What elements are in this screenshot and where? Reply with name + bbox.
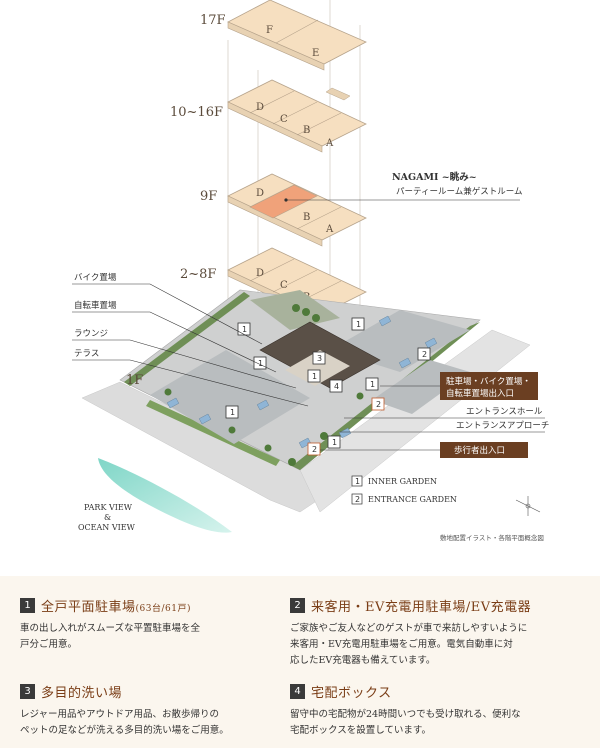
marker-number: 3	[317, 354, 322, 363]
map-markers: 1 1 1 1 1 1 2 3 4 1 2 2	[225, 317, 431, 456]
view-label-amp: &	[104, 513, 111, 522]
marker-number: 1	[242, 325, 247, 334]
callout-entrance-approach: エントランスアプローチ	[456, 421, 549, 431]
callout-lounge: ラウンジ	[74, 329, 108, 339]
feature-guest-ev-parking: 2 来客用・EV充電用駐車場/EV充電器 ご家族やご友人などのゲストが車で来訪し…	[290, 596, 590, 669]
unit-label: D	[256, 188, 264, 199]
compass-icon	[515, 496, 541, 516]
unit-label: E	[312, 48, 319, 59]
view-label-park: PARK VIEW	[84, 503, 133, 512]
feature-body-line: レジャー用品やアウトドア用品、お散歩帰りの	[20, 709, 220, 720]
feature-title-note: (63台/61戸)	[135, 604, 191, 614]
marker-number: 1	[370, 380, 375, 389]
left-callouts	[72, 283, 309, 407]
nagami-callout: NAGAMI ~眺み~ パーティールーム兼ゲストルーム	[284, 171, 522, 202]
feature-number: 3	[20, 684, 35, 699]
floor-10-16f: D C B A	[227, 79, 367, 153]
marker-number: 2	[376, 400, 381, 409]
feature-body-line: 応したEV充電器も備えています。	[290, 655, 436, 666]
feature-number: 1	[20, 598, 35, 613]
unit-label: B	[303, 125, 310, 136]
feature-body-line: 宅配ボックスを設置しています。	[290, 725, 431, 736]
marker-number: 1	[356, 320, 361, 329]
feature-title-text: 宅配ボックス	[311, 686, 392, 701]
floor-label-1f: 1F	[126, 373, 143, 388]
floor-1f-site	[81, 289, 531, 533]
unit-label: F	[266, 25, 273, 36]
floor-label-2-8f: 2~8F	[180, 267, 216, 282]
feature-title: 多目的洗い場	[41, 682, 122, 701]
unit-label: D	[256, 268, 264, 279]
legend-label: INNER GARDEN	[368, 477, 437, 486]
feature-body-line: ペットの足などが洗える多目的洗い場をご用意。	[20, 725, 229, 736]
park-ocean-view-band	[98, 458, 232, 533]
feature-title: 来客用・EV充電用駐車場/EV充電器	[311, 596, 531, 615]
feature-body-line: 車の出し入れがスムーズな平置駐車場を全	[20, 623, 201, 634]
unit-label: A	[325, 224, 334, 235]
garden-legend: 1 INNER GARDEN 2 ENTRANCE GARDEN	[351, 475, 457, 505]
floor-label-10-16f: 10~16F	[170, 105, 223, 120]
site-floor-diagram: F E D C B A D B A D C B A	[72, 0, 549, 542]
parking-entrance-line1: 駐車場・バイク置場・	[446, 376, 531, 387]
feature-delivery-box: 4 宅配ボックス 留守中の宅配物が24時間いつでも受け取れる、便利な 宅配ボック…	[290, 682, 590, 739]
feature-number: 2	[290, 598, 305, 613]
unit-label: A	[325, 138, 334, 149]
callout-terrace: テラス	[74, 349, 99, 359]
feature-body-line: 戸分ご用意。	[20, 639, 78, 650]
unit-label: C	[280, 114, 288, 125]
feature-parking: 1 全戸平面駐車場(63台/61戸) 車の出し入れがスムーズな平置駐車場を全 戸…	[20, 596, 290, 653]
parking-entrance-line2: 自転車置場出入口	[446, 388, 514, 399]
parking-entrance-label: 駐車場・バイク置場・ 自転車置場出入口	[440, 372, 538, 400]
feature-body: ご家族やご友人などのゲストが車で来訪しやすいように 来客用・EV充電用駐車場をご…	[290, 621, 590, 669]
floor-17f: F E	[227, 0, 367, 71]
right-callouts	[320, 385, 545, 451]
feature-washing-area: 3 多目的洗い場 レジャー用品やアウトドア用品、お散歩帰りの ペットの足などが洗…	[20, 682, 290, 739]
floor-label-9f: 9F	[200, 189, 217, 204]
marker-number: 4	[334, 382, 339, 391]
feature-title: 宅配ボックス	[311, 682, 392, 701]
legend-num: 2	[355, 495, 360, 504]
feature-number: 4	[290, 684, 305, 699]
feature-body: 留守中の宅配物が24時間いつでも受け取れる、便利な 宅配ボックスを設置しています…	[290, 707, 590, 739]
pedestrian-entrance-text: 歩行者出入口	[454, 445, 505, 456]
legend-label: ENTRANCE GARDEN	[368, 495, 457, 504]
feature-body: レジャー用品やアウトドア用品、お散歩帰りの ペットの足などが洗える多目的洗い場を…	[20, 707, 290, 739]
features-section: 1 全戸平面駐車場(63台/61戸) 車の出し入れがスムーズな平置駐車場を全 戸…	[0, 576, 600, 748]
feature-title: 全戸平面駐車場(63台/61戸)	[41, 596, 191, 615]
legend-num: 1	[355, 477, 360, 486]
feature-title-text: 全戸平面駐車場	[41, 600, 136, 615]
feature-body-line: 留守中の宅配物が24時間いつでも受け取れる、便利な	[290, 709, 521, 720]
callout-bicycle-parking: 自転車置場	[74, 300, 117, 311]
unit-label: B	[303, 212, 310, 223]
floor-label-17f: 17F	[200, 13, 226, 28]
pedestrian-entrance-label: 歩行者出入口	[440, 442, 528, 458]
marker-number: 1	[230, 408, 235, 417]
nagami-title: NAGAMI ~眺み~	[392, 171, 477, 183]
floor-9f: D B A	[227, 173, 367, 247]
unit-label: C	[280, 280, 288, 291]
feature-title-text: 多目的洗い場	[41, 686, 123, 701]
marker-number: 2	[312, 445, 317, 454]
unit-label: D	[256, 102, 264, 113]
callout-bike-parking: バイク置場	[74, 272, 117, 283]
marker-number: 1	[258, 359, 263, 368]
marker-number: 2	[422, 350, 427, 359]
marker-number: 1	[332, 438, 337, 447]
feature-title-text: 来客用・EV充電用駐車場/EV充電器	[311, 600, 532, 615]
diagram-caption: 敷地配置イラスト・各階平面概念図	[440, 533, 544, 542]
feature-body-line: 来客用・EV充電用駐車場をご用意。電気自動車に対	[290, 639, 513, 650]
nagami-subtitle: パーティールーム兼ゲストルーム	[396, 186, 522, 197]
feature-body-line: ご家族やご友人などのゲストが車で来訪しやすいように	[290, 623, 528, 634]
feature-body: 車の出し入れがスムーズな平置駐車場を全 戸分ご用意。	[20, 621, 290, 653]
view-label-ocean: OCEAN VIEW	[78, 523, 136, 532]
marker-number: 1	[312, 372, 317, 381]
callout-entrance-hall: エントランスホール	[466, 407, 543, 417]
